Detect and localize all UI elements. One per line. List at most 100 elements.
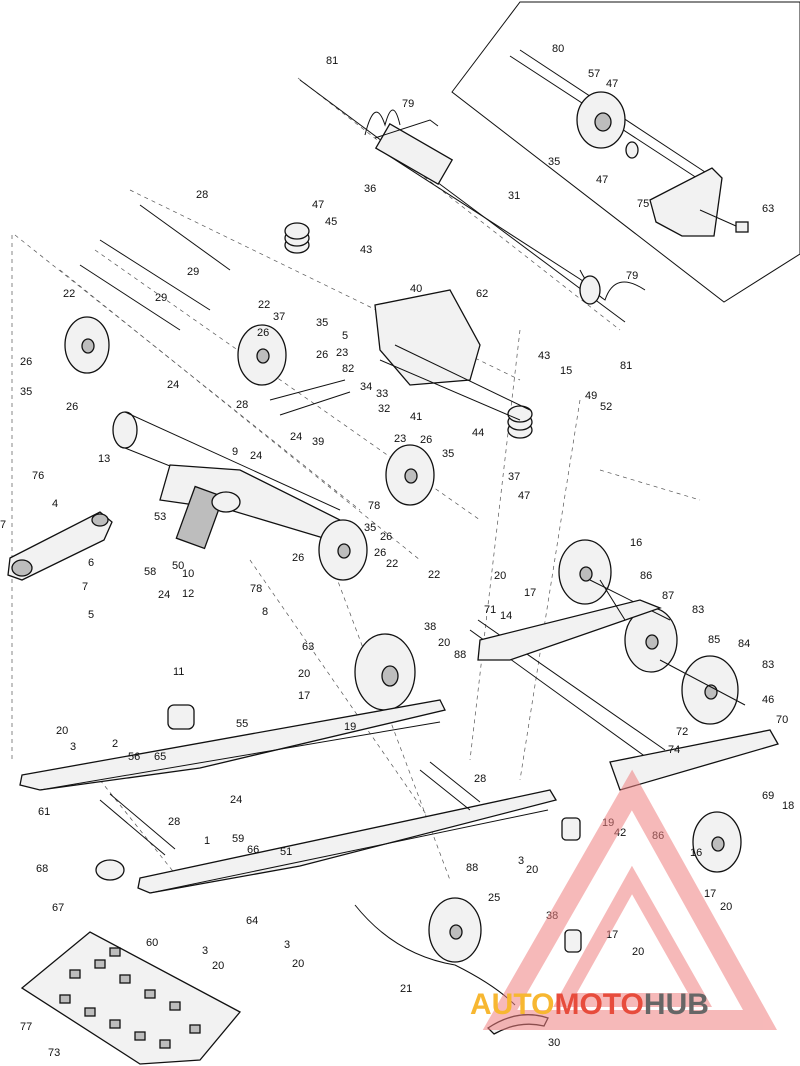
callout-label: 35: [364, 522, 376, 534]
inset-box: [451, 1, 800, 303]
callout-label: 79: [626, 270, 638, 282]
callout-label: 43: [538, 350, 550, 362]
callout-label: 26: [257, 327, 269, 339]
callout-label: 7: [0, 519, 6, 531]
callout-label: 41: [410, 411, 422, 423]
callout-label: 7: [82, 581, 88, 593]
callout-label: 64: [246, 915, 258, 927]
callout-label: 70: [776, 714, 788, 726]
watermark-part-auto: AUTO: [470, 988, 554, 1021]
callout-label: 36: [364, 183, 376, 195]
callout-label: 35: [316, 317, 328, 329]
callout-label: 63: [302, 641, 314, 653]
callout-label: 19: [344, 721, 356, 733]
callout-label: 83: [762, 659, 774, 671]
callout-label: 47: [312, 199, 324, 211]
callout-label: 44: [472, 427, 484, 439]
callout-label: 45: [325, 216, 337, 228]
watermark-part-moto: MOTO: [554, 988, 643, 1021]
callout-label: 75: [637, 198, 649, 210]
callout-label: 20: [292, 958, 304, 970]
callout-label: 13: [98, 453, 110, 465]
callout-label: 28: [474, 773, 486, 785]
callout-label: 49: [585, 390, 597, 402]
callout-label: 72: [676, 726, 688, 738]
callout-label: 24: [167, 379, 179, 391]
callout-label: 17: [524, 587, 536, 599]
callout-label: 3: [284, 939, 290, 951]
callout-label: 26: [292, 552, 304, 564]
callout-label: 20: [526, 864, 538, 876]
callout-label: 17: [704, 888, 716, 900]
callout-label: 24: [230, 794, 242, 806]
callout-label: 9: [232, 446, 238, 458]
callout-label: 73: [48, 1047, 60, 1059]
callout-label: 31: [508, 190, 520, 202]
callout-label: 3: [202, 945, 208, 957]
torque-arm: [7, 511, 113, 581]
callout-label: 82: [342, 363, 354, 375]
callout-label: 29: [187, 266, 199, 278]
callout-label: 14: [500, 610, 512, 622]
callout-label: 20: [494, 570, 506, 582]
callout-label: 3: [70, 741, 76, 753]
callout-label: 77: [20, 1021, 32, 1033]
callout-label: 23: [394, 433, 406, 445]
callout-label: 80: [552, 43, 564, 55]
watermark-triangle-inner-icon: [553, 865, 713, 1007]
callout-label: 26: [420, 434, 432, 446]
slide-rails: [19, 699, 558, 894]
callout-label: 65: [154, 751, 166, 763]
callout-label: 29: [155, 292, 167, 304]
callout-label: 60: [146, 937, 158, 949]
callout-label: 35: [548, 156, 560, 168]
callout-label: 35: [20, 386, 32, 398]
callout-label: 11: [173, 666, 184, 678]
watermark-text: AUTOMOTOHUB: [470, 988, 709, 1021]
callout-label: 87: [662, 590, 674, 602]
callout-label: 5: [88, 609, 94, 621]
callout-label: 83: [692, 604, 704, 616]
callout-label: 43: [360, 244, 372, 256]
callout-label: 68: [36, 863, 48, 875]
callout-label: 26: [316, 349, 328, 361]
callout-label: 20: [212, 960, 224, 972]
callout-label: 53: [154, 511, 166, 523]
callout-label: 61: [38, 806, 50, 818]
callout-label: 51: [280, 846, 292, 858]
callout-label: 28: [196, 189, 208, 201]
callout-label: 79: [402, 98, 414, 110]
callout-label: 24: [290, 431, 302, 443]
callout-label: 39: [312, 436, 324, 448]
shafts-and-springs: [79, 79, 646, 439]
callout-label: 12: [182, 588, 194, 600]
callout-label: 20: [632, 946, 644, 958]
callout-label: 6: [88, 557, 94, 569]
callout-label: 2: [112, 738, 118, 750]
callout-label: 20: [56, 725, 68, 737]
watermark-part-hub: HUB: [644, 988, 709, 1021]
callout-label: 22: [428, 569, 440, 581]
callout-label: 37: [273, 311, 285, 323]
callout-label: 22: [258, 299, 270, 311]
callout-label: 38: [424, 621, 436, 633]
callout-label: 33: [376, 388, 388, 400]
callout-label: 88: [454, 649, 466, 661]
callout-label: 20: [298, 668, 310, 680]
rear-arm: [469, 579, 779, 791]
callout-label: 55: [236, 718, 248, 730]
callout-label: 32: [378, 403, 390, 415]
callout-label: 17: [298, 690, 310, 702]
callout-label: 8: [262, 606, 268, 618]
callout-label: 57: [588, 68, 600, 80]
callout-label: 23: [336, 347, 348, 359]
callout-label: 50: [172, 560, 184, 572]
callout-label: 84: [738, 638, 750, 650]
callout-label: 63: [762, 203, 774, 215]
callout-label: 35: [442, 448, 454, 460]
callout-label: 34: [360, 381, 372, 393]
callout-label: 47: [596, 174, 608, 186]
callout-label: 86: [640, 570, 652, 582]
